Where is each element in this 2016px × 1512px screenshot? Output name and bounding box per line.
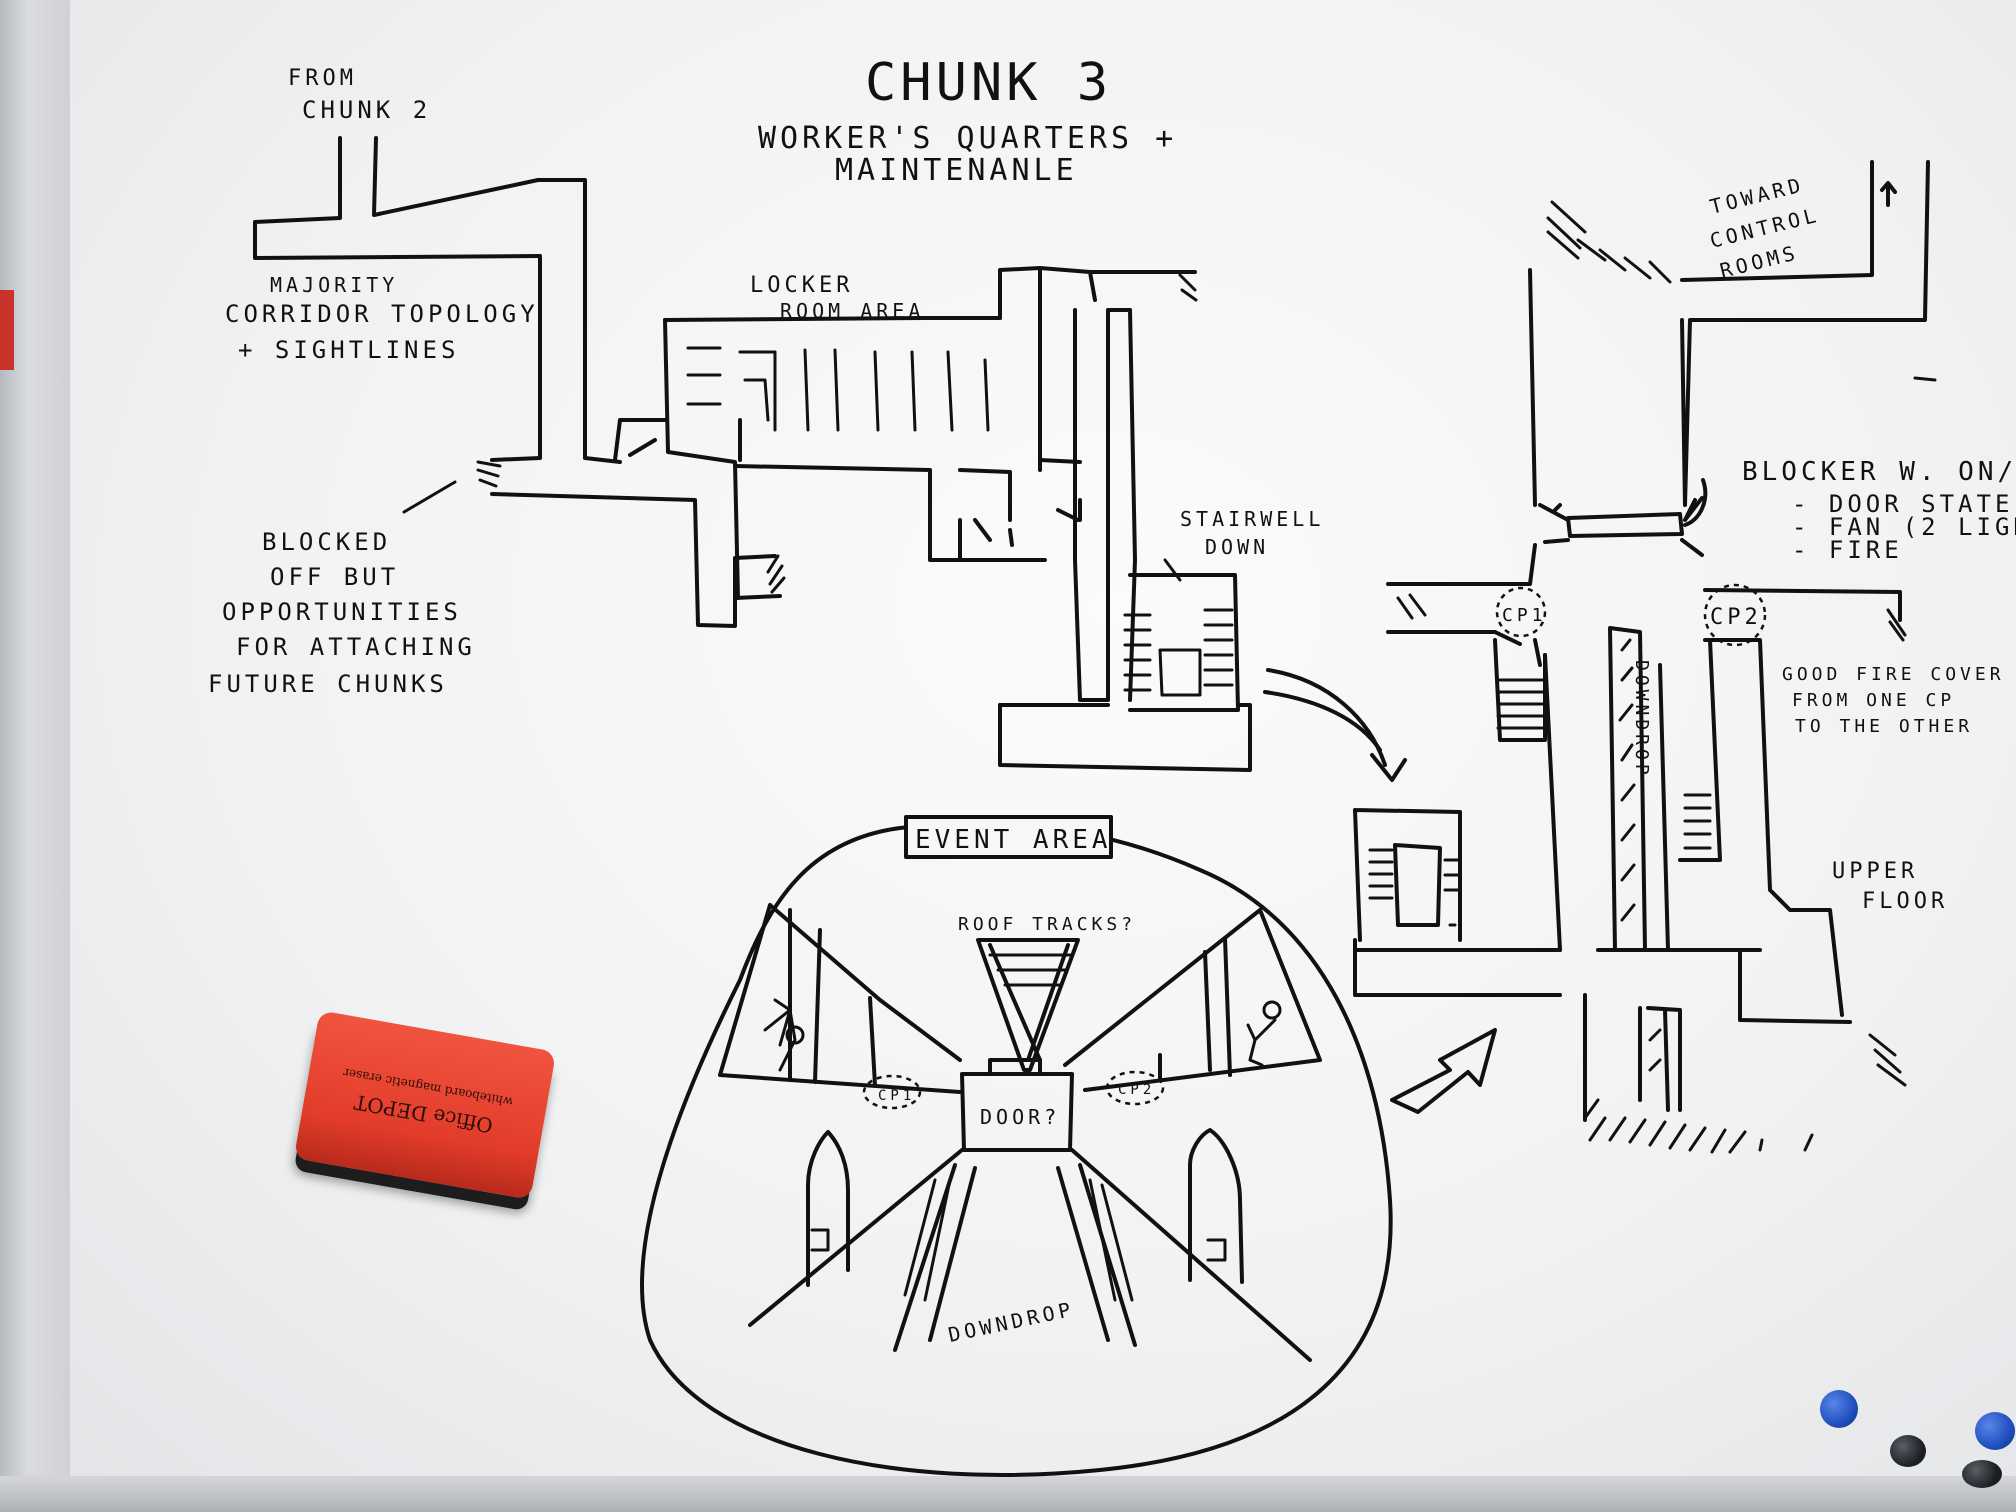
note-from-chunk-1: FROM [288,66,357,91]
note-locker-1: LOCKER [750,273,853,298]
board-title: CHUNK 3 [865,53,1112,113]
note-majority-2: CORRIDOR TOPOLOGY [225,300,539,328]
arrow-head-1 [1370,753,1407,782]
arrow-stairwell-to-event [1266,668,1387,767]
cp2-label: CP2 [1710,605,1762,630]
note-blocker-1: BLOCKER W. ON/OFF [1742,457,2016,487]
note-majority-1: MAJORITY [270,273,398,297]
note-cover-1: GOOD FIRE COVER [1782,664,2005,685]
note-blocked-3: OPPORTUNITIES [222,598,462,626]
note-stairwell-2: DOWN [1205,535,1269,559]
red-object-edge [0,290,14,370]
note-stairwell-1: STAIRWELL [1180,507,1324,531]
note-majority-3: + SIGHTLINES [238,336,459,364]
note-blocked-5: FUTURE CHUNKS [208,670,448,698]
arrow-event-to-right [1390,1028,1497,1114]
blue-magnet-1[interactable] [1820,1390,1858,1428]
cp2-small-label: CP2 [1118,1082,1155,1098]
note-from-chunk-2: CHUNK 2 [302,96,431,124]
note-blocker-2: - DOOR STATE [1792,490,2013,518]
whiteboard-frame-left [0,0,70,1512]
downdrop-vertical-label: DOWNDROP [1631,660,1652,779]
door-label: DOOR? [980,1105,1060,1129]
black-magnet-2[interactable] [1962,1460,2002,1488]
downdrop-bottom-label: DOWNDROP [946,1297,1077,1347]
black-magnet-1[interactable] [1890,1435,1926,1467]
event-area-label: EVENT AREA [915,825,1112,855]
event-area: EVENT AREA ROOF TRACKS? CP1 CP2 DOOR? DO… [640,815,1393,1477]
roof-tracks-label: ROOF TRACKS? [958,914,1136,935]
board-subtitle-2: MAINTENANLE [835,153,1078,188]
blue-magnet-2[interactable] [1975,1412,2015,1450]
board-subtitle-1: WORKER'S QUARTERS + [758,121,1177,156]
cp1-label: CP1 [1502,605,1547,626]
note-cover-3: TO THE OTHER [1795,716,1973,737]
whiteboard-tray [0,1476,2016,1512]
note-cover-2: FROM ONE CP [1792,690,1955,711]
note-blocker-3: - FAN (2 LIGHT [1792,513,2016,541]
note-blocked-1: BLOCKED [262,528,391,556]
cp1-small-label: CP1 [878,1088,915,1104]
note-blocked-2: OFF BUT [270,563,399,591]
note-upper-2: FLOOR [1862,889,1948,914]
note-blocker-4: - FIRE [1792,536,1903,564]
note-blocked-4: FOR ATTACHING [236,633,476,661]
note-upper-1: UPPER [1832,859,1918,884]
right-floorplan: CP1 CP2 DOWNDROP [1353,160,1937,1154]
left-floorplan [253,136,1252,772]
arrow-stairwell-to-event-2 [1263,690,1382,752]
